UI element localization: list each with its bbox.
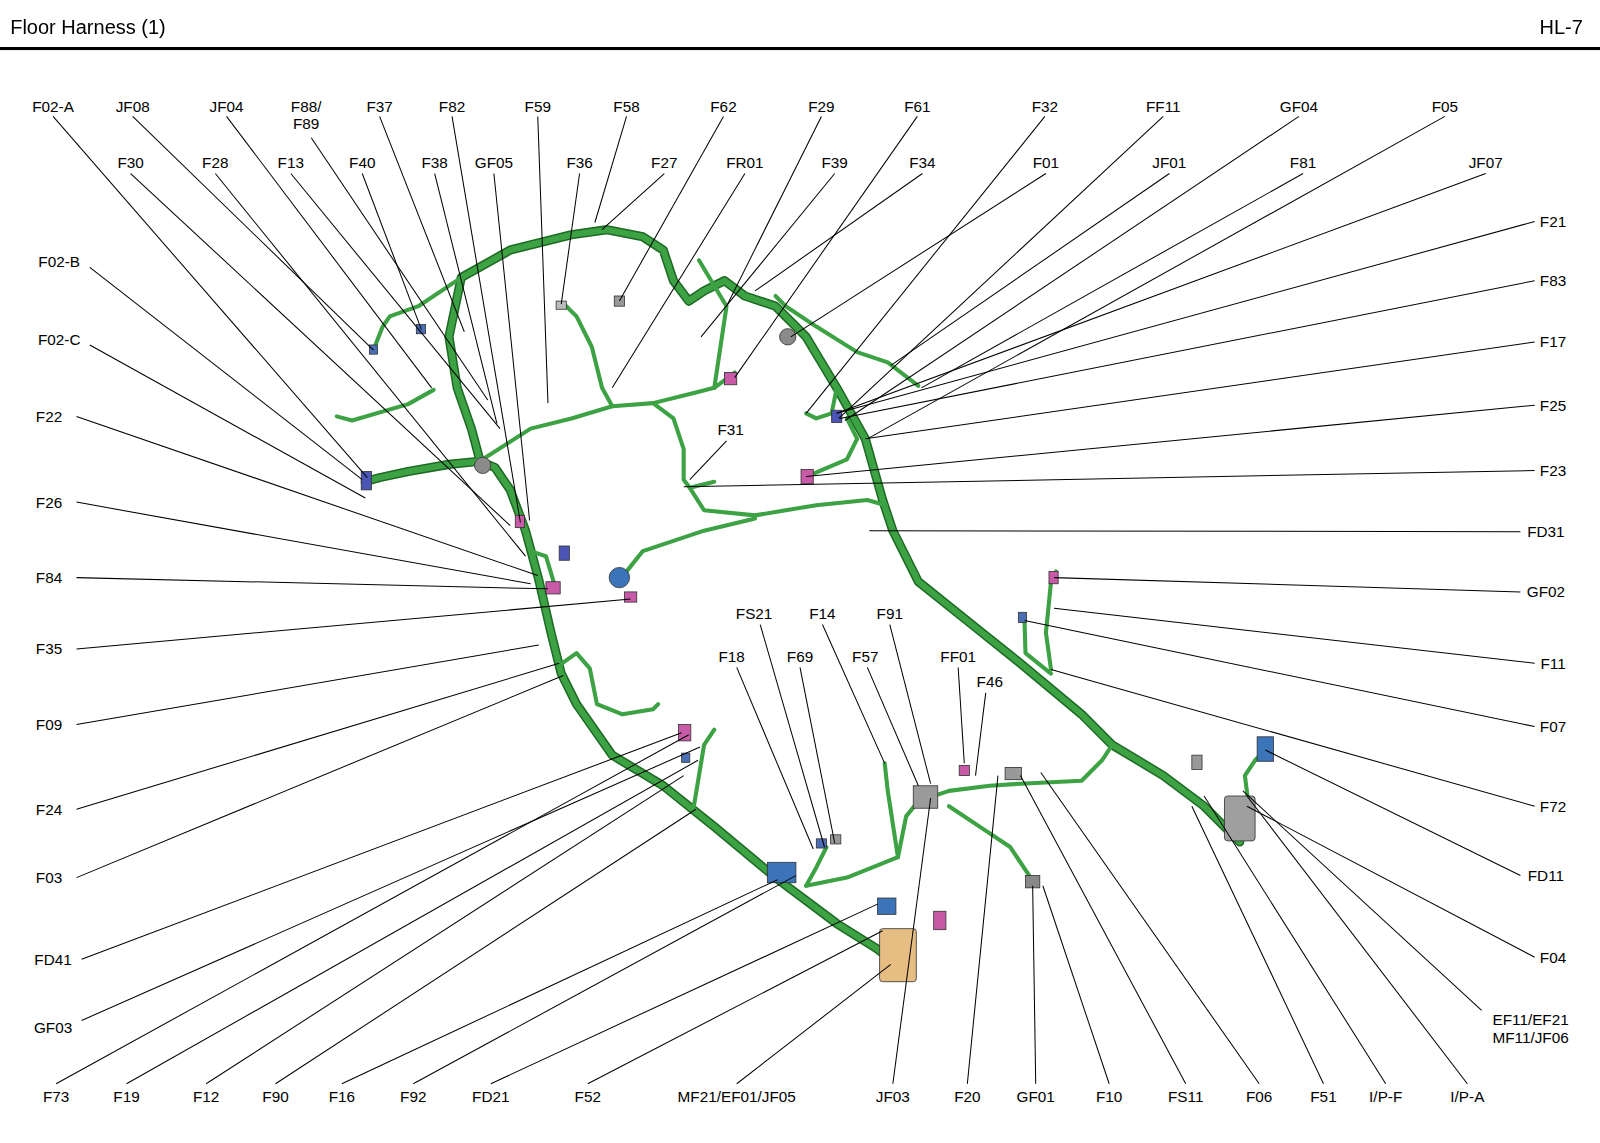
connector-label: F35: [34, 640, 64, 658]
connector-label: F62: [708, 97, 738, 115]
connector-label: F29: [806, 97, 836, 115]
connector-label: FS21: [734, 604, 775, 622]
connector-label: F02-B: [36, 252, 82, 270]
connector-label: F12: [191, 1088, 221, 1106]
connector-label: JF03: [874, 1088, 912, 1106]
connector-label: FS11: [1166, 1088, 1206, 1106]
connector-label: F09: [34, 716, 64, 734]
connector-label: F06: [1244, 1088, 1274, 1106]
connector-label: F51: [1308, 1088, 1338, 1106]
connector-label: JF04: [207, 97, 245, 115]
connector-label: FD41: [32, 950, 74, 968]
connector-label: F02-A: [30, 97, 76, 115]
connector-label: GF04: [1278, 97, 1320, 115]
connector-label: F59: [523, 97, 553, 115]
connector-label: I/P-F: [1367, 1088, 1404, 1106]
header-rule: [0, 47, 1600, 50]
connector-label: F31: [715, 421, 745, 439]
connector-label: JF08: [114, 97, 152, 115]
connector-label: F72: [1538, 797, 1568, 815]
connector-label: FR01: [724, 153, 766, 171]
connector-label: F38: [419, 153, 449, 171]
harness-branch: [337, 260, 1266, 886]
connector-label: FF11: [1144, 97, 1183, 115]
connector-label: F36: [564, 153, 594, 171]
connector-label: F10: [1094, 1088, 1124, 1106]
page-title: Floor Harness (1): [10, 16, 166, 39]
connector-label: F81: [1288, 153, 1318, 171]
connector-label: FD11: [1526, 867, 1566, 885]
connector-label: F20: [952, 1088, 982, 1106]
connector-label: F22: [34, 408, 64, 426]
connector-label: F90: [260, 1088, 290, 1106]
connector-label: GF01: [1015, 1088, 1057, 1106]
connector-label: F24: [34, 800, 64, 818]
connector-label: F26: [34, 493, 64, 511]
connector-label: F39: [819, 153, 849, 171]
connector-label: F37: [364, 97, 394, 115]
connector-label: F82: [437, 97, 467, 115]
connector-label: F34: [907, 153, 937, 171]
connector-label: F21: [1538, 213, 1568, 231]
connector-label: F28: [200, 153, 230, 171]
harness-outline: [365, 230, 1239, 970]
harness-trunk: [365, 230, 1239, 970]
connector-label: MF21/EF01/JF05: [676, 1088, 798, 1106]
connector-label: JF07: [1467, 153, 1505, 171]
connector-label: F92: [398, 1088, 428, 1106]
connector-label: F73: [41, 1088, 71, 1106]
connector-label: F46: [975, 673, 1005, 691]
connector-label: GF05: [473, 153, 515, 171]
connector-label: F07: [1538, 718, 1568, 736]
connector-label: FD21: [470, 1088, 512, 1106]
connector-label: F83: [1538, 272, 1568, 290]
connector-label: EF11/EF21 MF11/JF06: [1483, 1011, 1579, 1046]
connector-label: F23: [1538, 462, 1568, 480]
connector-label: F25: [1538, 396, 1568, 414]
connector-label: F27: [649, 153, 679, 171]
connector-label: F91: [875, 604, 905, 622]
connector-label: F88/ F89: [284, 98, 329, 133]
connector-label: F13: [276, 153, 306, 171]
connector-label: F18: [716, 647, 746, 665]
connector-label: F04: [1538, 948, 1568, 966]
connector-label: F61: [902, 97, 932, 115]
connector-label: F17: [1538, 333, 1568, 351]
leader-line: [53, 116, 1535, 1083]
connector-label: FF01: [938, 647, 978, 665]
connector-label: F57: [850, 647, 880, 665]
connector-label: GF02: [1525, 583, 1567, 601]
connector-label: F01: [1031, 153, 1061, 171]
connector-label: F05: [1430, 97, 1460, 115]
connector-label: F02-C: [36, 331, 83, 349]
connector-label: F69: [785, 647, 815, 665]
page-number: HL-7: [1537, 16, 1584, 39]
connector-label: I/P-A: [1448, 1088, 1486, 1106]
connector-label: FD31: [1525, 523, 1567, 541]
connector-label: GF03: [32, 1019, 74, 1037]
connector-label: F14: [807, 604, 837, 622]
connector-label: F84: [34, 569, 64, 587]
connector-label: F58: [611, 97, 641, 115]
connector-label: F03: [34, 869, 64, 887]
connector-label: F30: [115, 153, 145, 171]
connector-label: F16: [327, 1088, 357, 1106]
connector-label: F11: [1538, 654, 1567, 672]
connector-label: F52: [573, 1088, 603, 1106]
connector-label: JF01: [1150, 153, 1188, 171]
connector-label: F19: [111, 1088, 141, 1106]
connector-label: F32: [1030, 97, 1060, 115]
connector-label: F40: [347, 153, 377, 171]
